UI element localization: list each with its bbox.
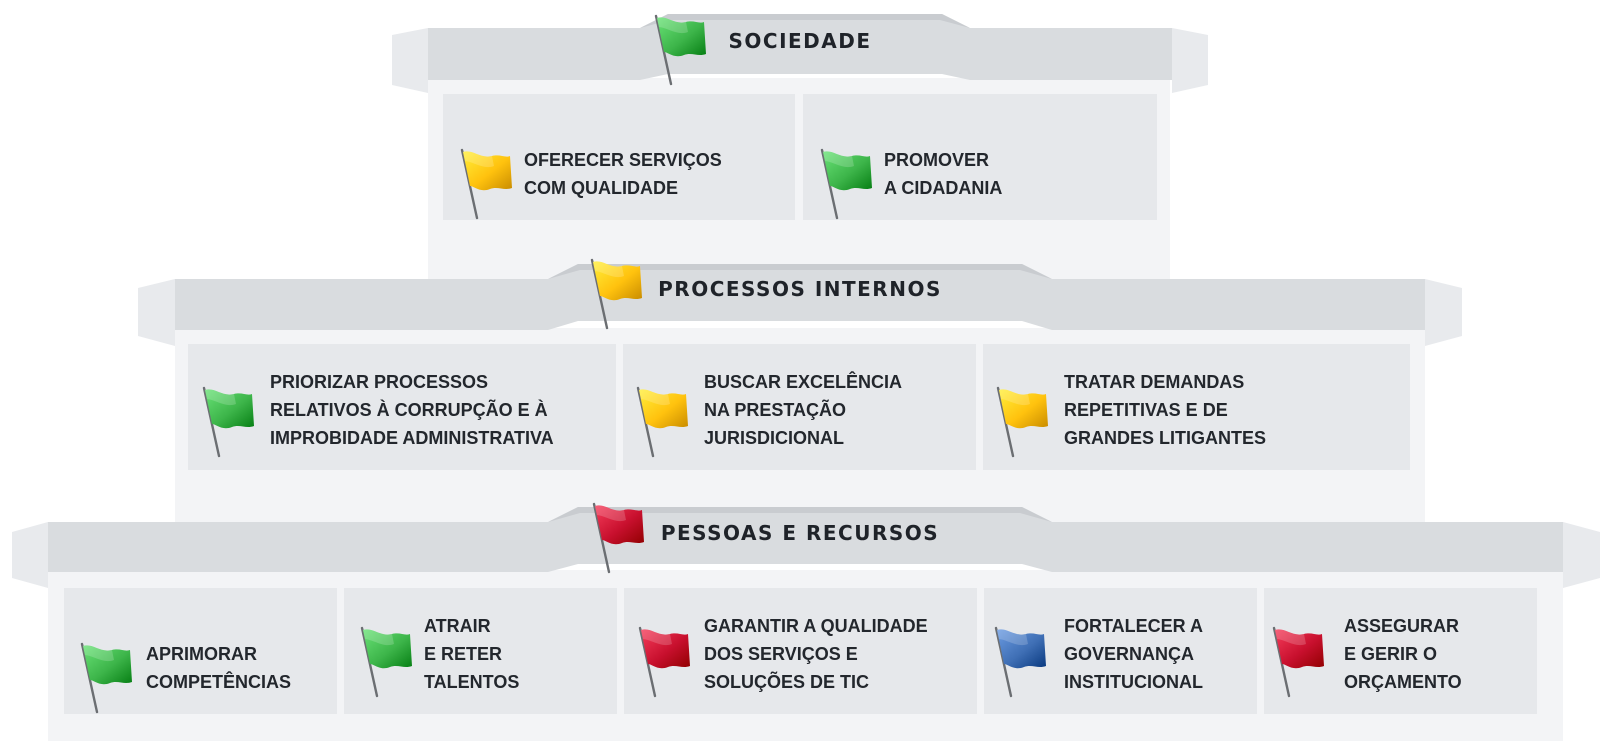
objective-label-line: PROMOVER bbox=[884, 150, 990, 170]
objective-flag-icon bbox=[200, 384, 256, 463]
objective-label-line: COM QUALIDADE bbox=[524, 178, 678, 198]
red-flag-icon bbox=[638, 626, 690, 698]
yellow-flag-icon bbox=[590, 258, 642, 330]
objective-flag-icon bbox=[78, 640, 134, 719]
objective-card bbox=[983, 344, 1410, 470]
yellow-flag-icon bbox=[636, 386, 688, 458]
objective-flag-icon bbox=[818, 146, 874, 225]
objective-label-line: PRIORIZAR PROCESSOS bbox=[270, 372, 489, 392]
green-flag-icon bbox=[80, 642, 132, 714]
objective-label-line: E RETER bbox=[424, 644, 503, 664]
yellow-flag-icon bbox=[460, 148, 512, 220]
objective-label-line: REPETITIVAS E DE bbox=[1064, 400, 1228, 420]
objective-label-line: INSTITUCIONAL bbox=[1064, 672, 1203, 692]
objective-label-line: GRANDES LITIGANTES bbox=[1064, 428, 1267, 448]
objective-label-line: TRATAR DEMANDAS bbox=[1064, 372, 1245, 392]
green-flag-icon bbox=[360, 626, 412, 698]
objective-flag-icon bbox=[1270, 624, 1326, 703]
objective-label: PROMOVER A CIDADANIA bbox=[884, 146, 1002, 202]
tier-flag-icon bbox=[588, 256, 644, 335]
objective-flag-icon bbox=[994, 384, 1050, 463]
objective-flag-icon bbox=[634, 384, 690, 463]
red-flag-icon bbox=[592, 502, 644, 574]
objective-label-line: A CIDADANIA bbox=[884, 178, 1003, 198]
red-flag-icon bbox=[1272, 626, 1324, 698]
tier-title: PROCESSOS INTERNOS bbox=[658, 277, 942, 301]
objective-label: PRIORIZAR PROCESSOS RELATIVOS À CORRUPÇÃO… bbox=[270, 368, 554, 452]
objective-label: FORTALECER A GOVERNANÇA INSTITUCIONAL bbox=[1064, 612, 1203, 696]
objective-label-line: COMPETÊNCIAS bbox=[146, 672, 292, 692]
objective-label-line: APRIMORAR bbox=[146, 644, 257, 664]
green-flag-icon bbox=[654, 14, 706, 86]
objective-label-line: IMPROBIDADE ADMINISTRATIVA bbox=[270, 428, 554, 448]
yellow-flag-icon bbox=[996, 386, 1048, 458]
objective-label: BUSCAR EXCELÊNCIA NA PRESTAÇÃO JURISDICION… bbox=[704, 368, 902, 452]
objective-label: APRIMORAR COMPETÊNCIAS bbox=[146, 640, 291, 696]
objective-label-line: E GERIR O bbox=[1344, 644, 1438, 664]
objective-flag-icon bbox=[992, 624, 1048, 703]
tier-flag-icon bbox=[590, 500, 646, 579]
objective-label-line: ATRAIR bbox=[424, 616, 491, 636]
objective-label-line: BUSCAR EXCELÊNCIA bbox=[704, 372, 903, 392]
green-flag-icon bbox=[202, 386, 254, 458]
objective-label-line: NA PRESTAÇÃO bbox=[704, 400, 847, 420]
objective-flag-icon bbox=[458, 146, 514, 225]
objective-label-line: TALENTOS bbox=[424, 672, 520, 692]
objective-label: ATRAIR E RETER TALENTOS bbox=[424, 612, 519, 696]
objective-label-line: DOS SERVIÇOS E bbox=[704, 644, 858, 664]
objective-card bbox=[188, 344, 616, 470]
tier-title: PESSOAS E RECURSOS bbox=[660, 521, 940, 545]
objective-label-line: RELATIVOS À CORRUPÇÃO E À bbox=[270, 400, 548, 420]
objective-label: ASSEGURAR E GERIR O ORÇAMENTO bbox=[1344, 612, 1462, 696]
objective-label-line: ASSEGURAR bbox=[1344, 616, 1460, 636]
objective-label-line: SOLUÇÕES DE TIC bbox=[704, 672, 870, 692]
objective-label-line: JURISDICIONAL bbox=[704, 428, 845, 448]
objective-label-line: OFERECER SERVIÇOS bbox=[524, 150, 722, 170]
objective-label: TRATAR DEMANDAS REPETITIVAS E DE GRANDES L… bbox=[1064, 368, 1266, 452]
objective-label: GARANTIR A QUALIDADE DOS SERVIÇOS E SOLUÇÕ… bbox=[704, 612, 928, 696]
tier-title: SOCIEDADE bbox=[728, 29, 872, 53]
objective-label: OFERECER SERVIÇOS COM QUALIDADE bbox=[524, 146, 722, 202]
objective-label-line: FORTALECER A bbox=[1064, 616, 1203, 636]
objective-label-line: ORÇAMENTO bbox=[1344, 672, 1462, 692]
objective-flag-icon bbox=[636, 624, 692, 703]
objective-label-line: GOVERNANÇA bbox=[1064, 644, 1195, 664]
blue-flag-icon bbox=[994, 626, 1046, 698]
objective-label-line: GARANTIR A QUALIDADE bbox=[704, 616, 928, 636]
objective-flag-icon bbox=[358, 624, 414, 703]
green-flag-icon bbox=[820, 148, 872, 220]
tier-flag-icon bbox=[652, 12, 708, 91]
